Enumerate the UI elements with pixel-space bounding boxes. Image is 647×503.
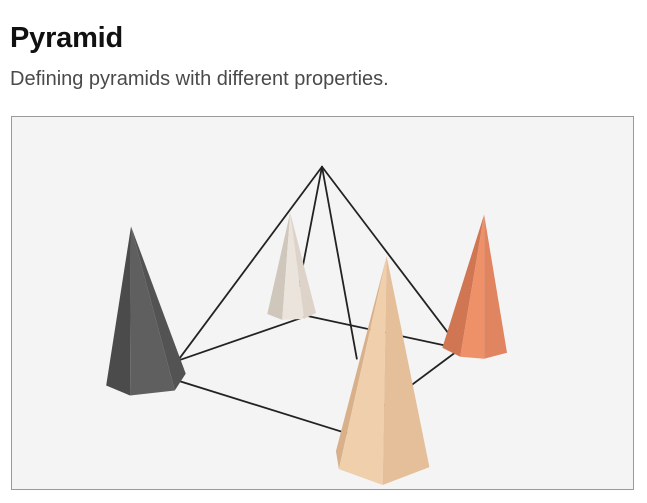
pyramid-orange-face-left [442, 214, 485, 357]
pyramid-dark-gray-face-front [130, 226, 175, 396]
pyramid-off-white-face-left [267, 212, 291, 320]
pyramid-peach-face-front [338, 256, 387, 486]
pyramid-orange-face-front [460, 214, 485, 359]
pyramid-off-white-face-front [282, 212, 305, 320]
pyramid-off-white [267, 212, 317, 320]
pyramid-off-white-face-right [290, 212, 317, 319]
wireframe-pyramid [176, 165, 462, 435]
pyramid-dark-gray [106, 226, 186, 396]
page-subtitle: Defining pyramids with different propert… [10, 68, 389, 90]
page-title: Pyramid [10, 22, 124, 54]
wireframe-lateral-edge [321, 165, 452, 337]
wireframe-base-edge [176, 379, 348, 435]
wireframe-lateral-edge [321, 165, 358, 360]
pyramid-orange-face-right [484, 214, 508, 359]
wireframe-lateral-edge [176, 165, 323, 362]
pyramid-dark-gray-face-left [106, 226, 132, 396]
pyramid-scene [106, 165, 508, 486]
pyramid-peach-face-right [382, 256, 430, 486]
pyramid-dark-gray-face-right [131, 226, 186, 391]
pyramid-peach [335, 256, 430, 486]
3d-canvas[interactable] [11, 116, 634, 490]
wireframe-base-edge [176, 315, 308, 362]
pyramid-peach-face-left [335, 256, 387, 470]
pyramid-orange [442, 214, 508, 359]
